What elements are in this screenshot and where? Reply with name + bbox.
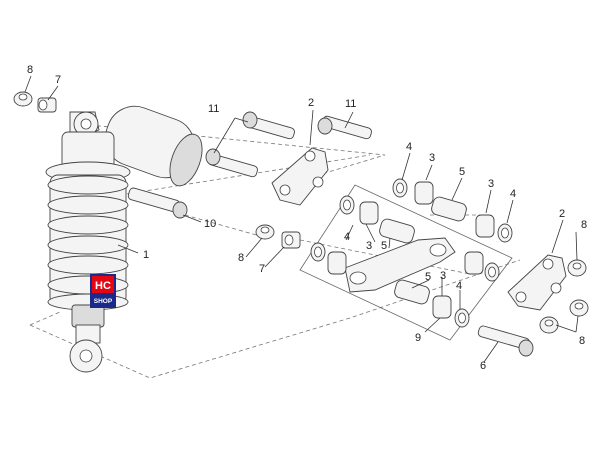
shock-bolt	[127, 187, 188, 219]
callout-ring-d: 4	[456, 280, 462, 292]
bolt-right	[317, 115, 372, 140]
callout-bolt-a: 11	[208, 103, 219, 115]
plate-left	[271, 147, 329, 206]
linkage-frame	[299, 184, 513, 341]
spacer-top-left	[37, 97, 57, 113]
callout-plate-left: 2	[308, 97, 314, 109]
leader-lines	[24, 75, 579, 363]
callout-shock-absorber: 1	[143, 249, 149, 261]
callout-bushing-c: 3	[366, 240, 372, 252]
callout-spacer-mid: 7	[259, 263, 265, 275]
rings	[310, 178, 513, 328]
callout-nut-right-b: 8	[579, 335, 585, 347]
callout-pin-a: 5	[459, 166, 465, 178]
nuts-right	[539, 259, 589, 334]
callout-spacer-top: 7	[55, 74, 61, 86]
callout-bolt-shock: 10	[204, 218, 216, 230]
callout-ring-c: 4	[344, 231, 350, 243]
callout-linkage: 9	[415, 332, 421, 344]
callout-bushing-a: 3	[429, 152, 435, 164]
callout-plate-right: 2	[559, 208, 565, 220]
bushings	[327, 181, 495, 319]
plate-right	[507, 254, 567, 311]
bolt-lower	[205, 148, 258, 178]
callout-nut-right-a: 8	[581, 219, 587, 231]
callout-pin-b: 5	[381, 240, 387, 252]
nut-mid	[255, 224, 275, 240]
callouts: 8 7 1 10 11 11 2 4 3 5 3 4 2 8 8 6 9 4 3…	[27, 64, 587, 372]
callout-bushing-b: 3	[488, 178, 494, 190]
logo-text-bottom: SHOP	[94, 298, 113, 305]
hc-shop-logo: HC SHOP	[90, 274, 116, 308]
pins	[379, 196, 467, 305]
callout-nut-mid: 8	[238, 252, 244, 264]
shock-absorber	[45, 105, 203, 373]
long-bolt	[477, 325, 534, 357]
callout-ring-b: 4	[510, 188, 516, 200]
callout-bolt-long: 6	[480, 360, 486, 372]
spacer-mid	[281, 231, 301, 249]
callout-bolt-b: 11	[345, 98, 356, 110]
nut-top-left	[13, 91, 33, 107]
bolt-upper	[242, 111, 295, 140]
callout-nut-top: 8	[27, 64, 33, 76]
logo-text-top: HC	[95, 280, 111, 292]
linkage-arm	[344, 237, 456, 293]
callout-bushing-d: 3	[440, 270, 446, 282]
callout-pin-c: 5	[425, 271, 431, 283]
callout-ring-a: 4	[406, 141, 412, 153]
